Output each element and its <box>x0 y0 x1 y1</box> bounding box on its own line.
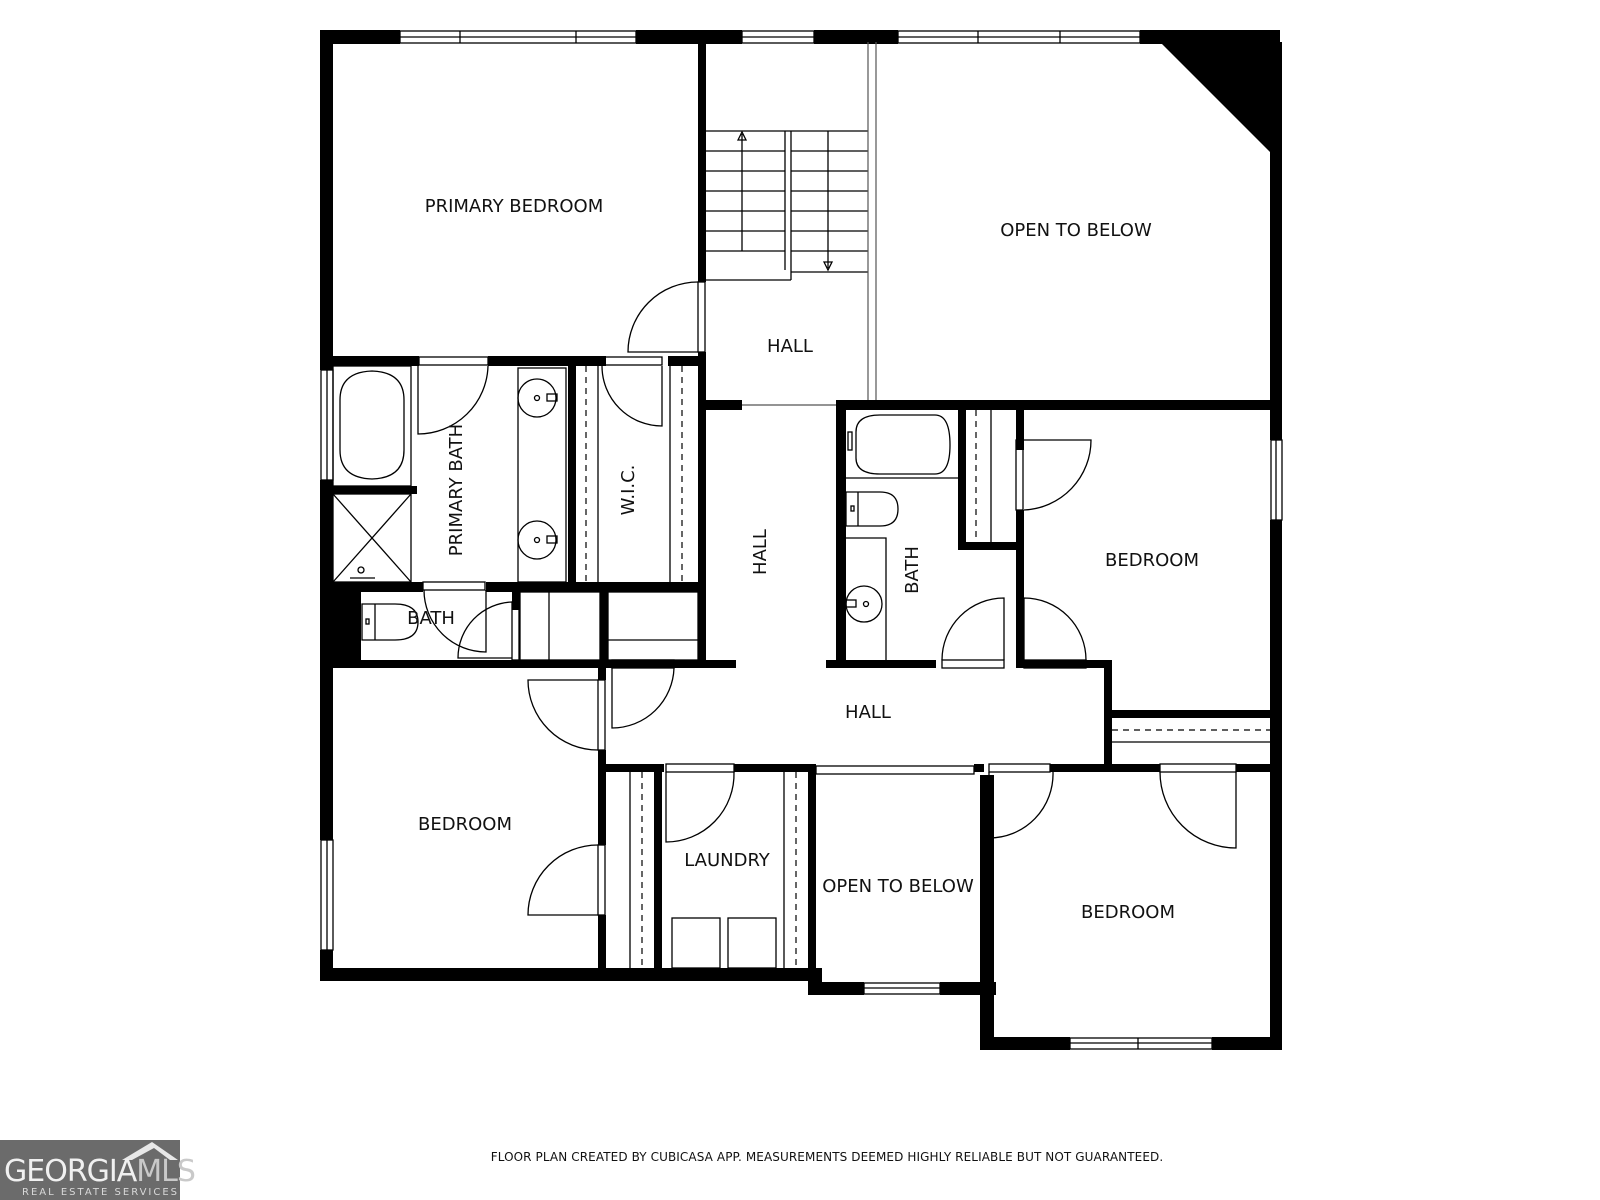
room-label-bedroom-bottom-right: BEDROOM <box>1081 902 1175 923</box>
roof-icon <box>122 1142 178 1160</box>
room-label-open-to-below-bottom: OPEN TO BELOW <box>822 876 974 897</box>
toilet-icon <box>361 603 419 641</box>
door-icon <box>417 356 489 435</box>
logo-brand: GEORGIAMLS <box>4 1154 196 1189</box>
footer: FLOOR PLAN CREATED BY CUBICASA APP. MEAS… <box>0 1148 1600 1166</box>
room-label-bath-small: BATH <box>407 608 455 629</box>
railing-icon <box>815 765 975 775</box>
room-label-wic: W.I.C. <box>618 465 639 516</box>
room-labels: PRIMARY BEDROOM HALL OPEN TO BELOW PRIMA… <box>407 196 1199 923</box>
logo-tagline: REAL ESTATE SERVICES <box>22 1187 180 1198</box>
sink-icon <box>845 537 887 660</box>
room-label-bath-right: BATH <box>902 546 923 594</box>
windows <box>320 30 1283 1050</box>
shower-icon <box>332 493 412 583</box>
bathtub-icon <box>332 365 412 487</box>
closet-icon <box>1112 729 1272 743</box>
laundry-icon <box>665 763 797 969</box>
logo-brand-accent: MLS <box>136 1154 196 1189</box>
door-icon <box>988 763 1237 849</box>
room-label-hall-center: HALL <box>845 702 891 723</box>
exterior-walls <box>320 30 1282 1050</box>
room-label-primary-bedroom: PRIMARY BEDROOM <box>425 196 604 217</box>
room-label-laundry: LAUNDRY <box>684 850 771 871</box>
closet-icon <box>975 410 992 542</box>
closet-icon <box>629 772 643 968</box>
room-label-hall-top: HALL <box>767 336 813 357</box>
room-label-open-to-below-top: OPEN TO BELOW <box>1000 220 1152 241</box>
door-icon <box>627 281 706 353</box>
closet-icon <box>585 356 683 582</box>
interior-walls <box>333 42 1282 970</box>
sink-icon <box>517 367 567 583</box>
logo-brand-main: GEORGIA <box>4 1154 137 1189</box>
room-label-hall-vertical: HALL <box>750 529 771 575</box>
door-icon <box>527 659 675 916</box>
georgia-mls-logo: GEORGIAMLS REAL ESTATE SERVICES <box>0 1140 196 1200</box>
stairs-icon <box>706 130 868 281</box>
room-label-bedroom-right: BEDROOM <box>1105 550 1199 571</box>
bathtub-icon <box>846 414 958 479</box>
toilet-icon <box>845 491 899 527</box>
room-label-bedroom-left: BEDROOM <box>418 814 512 835</box>
fixtures <box>332 42 1272 969</box>
door-icon <box>941 597 1087 669</box>
closet-icon <box>519 591 699 661</box>
door-icon <box>422 581 520 661</box>
disclaimer-text: FLOOR PLAN CREATED BY CUBICASA APP. MEAS… <box>490 1150 1164 1164</box>
door-icon <box>1015 439 1092 511</box>
room-label-primary-bath: PRIMARY BATH <box>446 424 467 556</box>
